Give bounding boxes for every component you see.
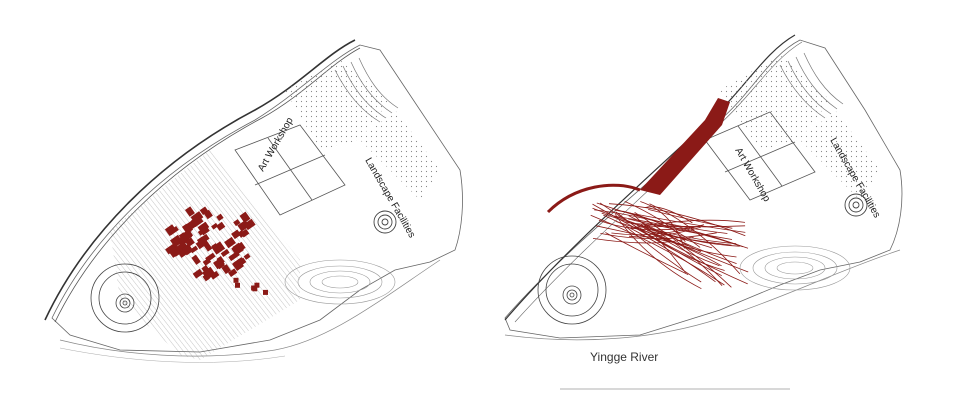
red-building-block <box>220 248 230 258</box>
red-line <box>634 211 732 288</box>
left-bottom-edge <box>59 259 441 357</box>
red-building-block <box>239 211 251 223</box>
red-building-block <box>263 289 268 295</box>
right-terraces <box>779 52 844 119</box>
right-dotted-landscape <box>720 55 830 150</box>
red-building-block <box>251 285 257 291</box>
red-building-block <box>203 209 213 220</box>
red-building-block <box>237 219 250 232</box>
red-building-block <box>181 243 194 256</box>
red-building-block <box>231 229 242 240</box>
red-building-block <box>191 254 201 265</box>
red-line <box>598 220 701 231</box>
red-arc <box>546 183 641 214</box>
red-building-block <box>199 206 209 215</box>
red-line <box>647 230 732 246</box>
red-building-block <box>175 241 187 252</box>
red-building-block <box>164 224 177 236</box>
red-building-block <box>181 223 192 235</box>
red-line <box>643 223 723 286</box>
right-red-line-bundle <box>546 183 749 290</box>
red-line <box>628 215 737 264</box>
red-building-block <box>192 268 204 279</box>
right-bottom-edge <box>504 249 901 341</box>
left-art-workshop-label: Art Workshop <box>256 115 296 173</box>
right-art-workshop-label: Art Workshop <box>732 146 772 204</box>
left-landscape-facility-circle <box>373 210 397 234</box>
red-building-block <box>202 257 212 266</box>
left-ellipse-lawn <box>284 259 396 305</box>
red-building-block <box>201 265 211 275</box>
red-line <box>644 206 693 224</box>
red-building-block <box>243 253 251 260</box>
red-line <box>592 236 694 244</box>
red-line <box>603 214 716 283</box>
red-line <box>594 209 749 249</box>
red-line <box>590 214 725 286</box>
red-building-block <box>165 243 178 255</box>
red-building-block <box>195 237 209 250</box>
red-line <box>592 207 713 249</box>
red-building-block <box>221 264 232 275</box>
red-building-block <box>191 215 204 228</box>
left-site-plan: Art Workshop Landscape Facilities <box>44 39 463 363</box>
red-building-block <box>216 261 225 270</box>
right-site-plan: Art Workshop Landscape Facilities <box>504 34 903 390</box>
red-building-block <box>185 237 195 247</box>
red-building-block <box>197 227 207 236</box>
left-art-workshop-building <box>234 124 346 216</box>
right-circular-plaza <box>537 255 607 325</box>
red-line <box>608 203 746 237</box>
right-site-boundary <box>504 39 903 339</box>
red-building-block <box>232 258 245 272</box>
red-building-block <box>233 219 241 227</box>
left-circular-plaza <box>90 263 160 333</box>
red-building-block <box>203 242 213 252</box>
red-building-block <box>197 222 208 232</box>
red-building-block <box>216 213 224 222</box>
left-road-outer <box>44 39 356 321</box>
river-caption: Yingge River <box>590 350 659 364</box>
left-red-building-cluster <box>164 206 268 295</box>
right-landscape-facility-circle <box>844 193 868 217</box>
red-building-block <box>233 277 239 283</box>
red-building-block <box>228 268 238 277</box>
red-line <box>596 202 728 234</box>
red-building-block <box>232 242 244 255</box>
red-building-block <box>240 228 250 238</box>
left-hatch-grid <box>110 150 300 360</box>
red-building-block <box>184 231 194 240</box>
left-dotted-landscape <box>285 60 390 150</box>
red-building-block <box>210 270 220 280</box>
red-building-block <box>189 245 199 254</box>
red-building-block <box>235 282 240 288</box>
red-line <box>644 228 749 273</box>
red-building-block <box>254 282 260 288</box>
red-line <box>596 225 689 247</box>
red-building-block <box>211 222 219 230</box>
red-line <box>648 209 733 229</box>
right-red-elevated-path <box>640 98 730 195</box>
red-building-block <box>211 241 226 255</box>
red-building-block <box>211 243 219 250</box>
left-terraces <box>334 57 399 123</box>
left-site-boundary <box>51 44 463 353</box>
red-building-block <box>202 273 210 282</box>
red-building-block <box>170 234 183 248</box>
right-art-workshop-building <box>704 111 816 201</box>
red-line <box>614 214 702 290</box>
right-ellipse-lawn <box>739 245 851 291</box>
red-building-block <box>216 221 226 231</box>
red-building-block <box>185 206 195 217</box>
red-building-block <box>224 236 236 249</box>
